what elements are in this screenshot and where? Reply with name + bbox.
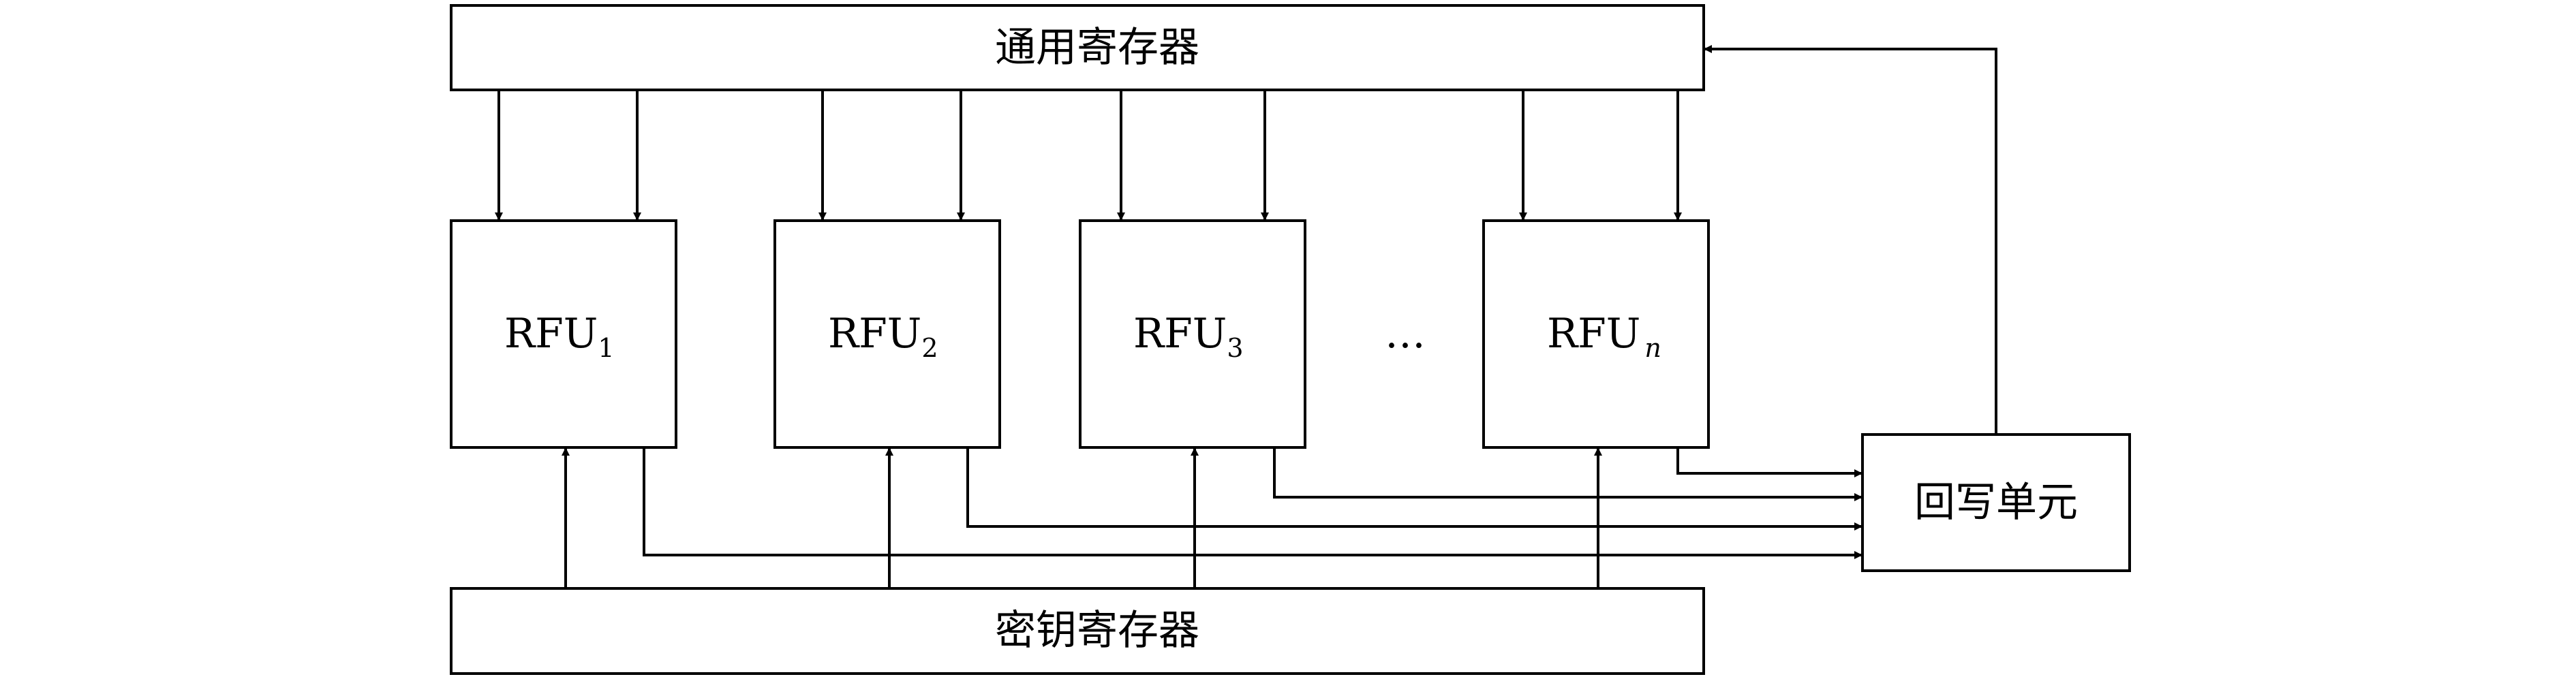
key-to-rfu-arrows: [562, 447, 1602, 588]
ellipsis-label: …: [1385, 310, 1426, 358]
general-register: 通用寄存器: [450, 4, 1705, 91]
rfu-1-box: RFU1: [450, 219, 677, 449]
svg-text:RFU2: RFU2: [828, 310, 938, 363]
rfu-3-subscript: 3: [1227, 333, 1243, 363]
svg-text:RFU3: RFU3: [1133, 310, 1244, 363]
rfu-2-subscript: 2: [921, 333, 938, 363]
key-register: 密钥寄存器: [450, 587, 1705, 675]
rfu-1-label: RFU: [504, 310, 598, 358]
rfu-3-box: RFU3: [1079, 219, 1306, 449]
rfu-to-writeback-arrows: [643, 447, 1862, 559]
general-register-label: 通用寄存器: [995, 24, 1199, 72]
rfu-n-subscript: n: [1644, 333, 1661, 363]
arrow-rfu1-wb: [643, 447, 1862, 559]
rfu-2-label: RFU: [828, 310, 921, 358]
arrow-wb-general-register: [1704, 45, 1997, 435]
rfu-2-box: RFU2: [773, 219, 1001, 449]
rfu-3-label: RFU: [1133, 310, 1227, 358]
rfu-n-label: RFU: [1547, 310, 1640, 358]
rfu-1-subscript: 1: [598, 333, 614, 363]
register-to-rfu-arrows: [495, 90, 1682, 221]
arrow-rfu2-wb: [966, 447, 1862, 531]
svg-text:RFU1: RFU1: [504, 310, 615, 363]
writeback-unit-label: 回写单元: [1914, 479, 2078, 526]
arrow-rfun-wb: [1676, 447, 1862, 477]
writeback-unit: 回写单元: [1861, 433, 2131, 572]
arrow-rfu3-wb: [1273, 447, 1862, 501]
key-register-label: 密钥寄存器: [995, 607, 1199, 654]
